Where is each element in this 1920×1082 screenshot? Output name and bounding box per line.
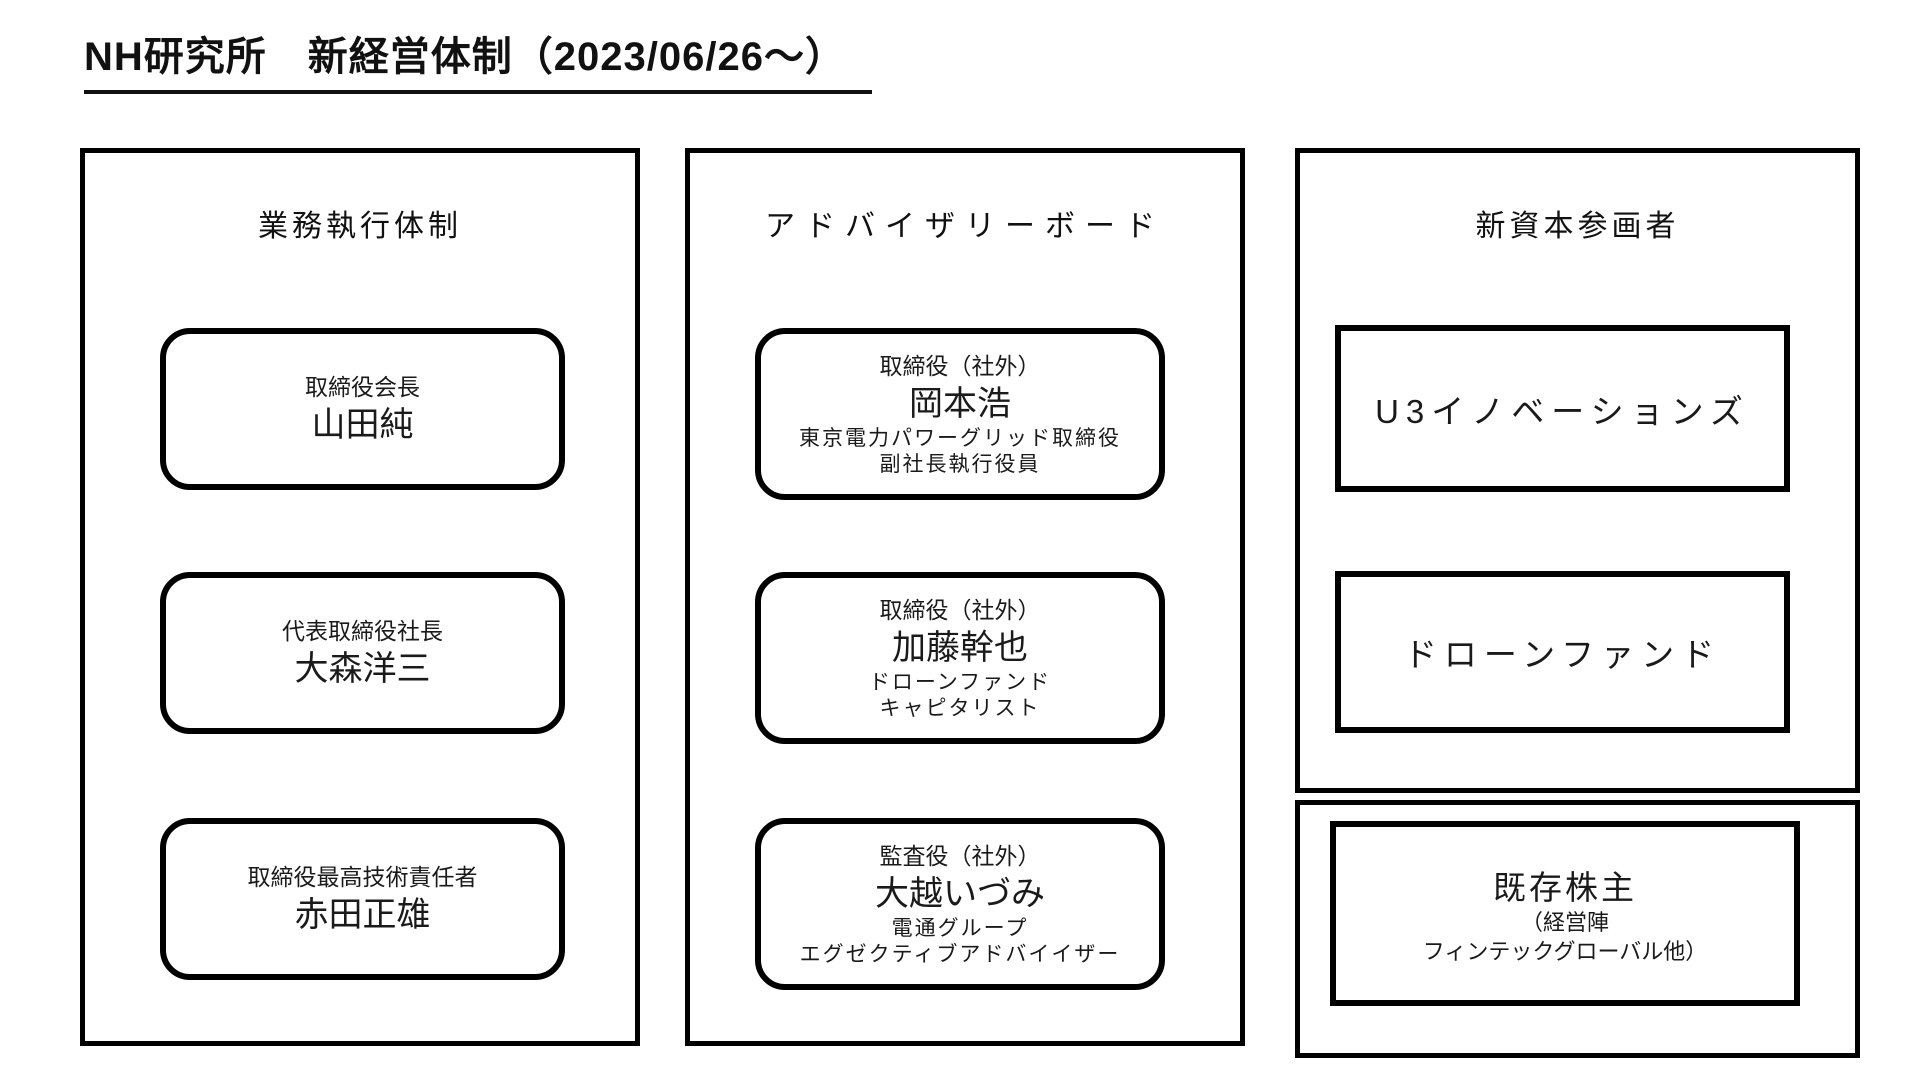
person-affiliation-2: エグゼクティブアドバイイザー [799, 943, 1121, 967]
person-affiliation-2: キャピタリスト [879, 697, 1041, 721]
column-header: 業務執行体制 [258, 210, 462, 243]
person-name: 加藤幹也 [892, 628, 1028, 667]
shareholder-name: 既存株主 [1493, 868, 1637, 906]
person-card: 代表取締役社長 大森洋三 [160, 572, 565, 734]
column-header: 新資本参画者 [1475, 210, 1680, 243]
shareholder-note-1: （経営陣 [1520, 909, 1609, 935]
shareholder-card: 既存株主 （経営陣 フィンテックグローバル他） [1330, 821, 1800, 1006]
existing-shareholders-section: 既存株主 （経営陣 フィンテックグローバル他） [1295, 800, 1860, 1058]
column-header: アドバイザリーボード [765, 210, 1165, 243]
shareholder-note-2: フィンテックグローバル他） [1422, 938, 1708, 964]
person-role: 代表取締役社長 [282, 617, 443, 644]
org-name: U3イノベーションズ [1375, 392, 1750, 430]
person-card: 取締役（社外） 加藤幹也 ドローンファンド キャピタリスト [755, 572, 1165, 744]
column-new-capital-participants: 新資本参画者 U3イノベーションズ ドローンファンド [1295, 148, 1860, 793]
person-affiliation-1: ドローンファンド [868, 670, 1052, 694]
person-name: 岡本浩 [909, 384, 1011, 423]
person-card: 取締役（社外） 岡本浩 東京電力パワーグリッド取締役 副社長執行役員 [755, 328, 1165, 500]
person-role: 監査役（社外） [879, 842, 1041, 869]
person-name: 大森洋三 [294, 650, 431, 688]
org-card: U3イノベーションズ [1335, 325, 1790, 492]
person-affiliation-1: 東京電力パワーグリッド取締役 [799, 426, 1121, 450]
person-affiliation-1: 電通グループ [891, 916, 1029, 940]
person-role: 取締役会長 [305, 373, 420, 400]
page-title: NH研究所 新経営体制（2023/06/26～） [84, 24, 872, 94]
person-role: 取締役（社外） [879, 352, 1041, 379]
column-business-execution: 業務執行体制 取締役会長 山田純 代表取締役社長 大森洋三 取締役最高技術責任者… [80, 148, 640, 1046]
org-name: ドローンファンド [1403, 636, 1722, 673]
person-card: 監査役（社外） 大越いづみ 電通グループ エグゼクティブアドバイイザー [755, 818, 1165, 990]
person-name: 山田純 [311, 406, 414, 444]
person-card: 取締役最高技術責任者 赤田正雄 [160, 818, 565, 980]
person-role: 取締役最高技術責任者 [247, 863, 478, 890]
org-card: ドローンファンド [1335, 571, 1790, 733]
person-name: 大越いづみ [875, 874, 1045, 913]
column-advisory-board: アドバイザリーボード 取締役（社外） 岡本浩 東京電力パワーグリッド取締役 副社… [685, 148, 1245, 1046]
person-affiliation-2: 副社長執行役員 [879, 453, 1041, 477]
person-card: 取締役会長 山田純 [160, 328, 565, 490]
person-role: 取締役（社外） [879, 596, 1041, 623]
person-name: 赤田正雄 [294, 896, 431, 934]
